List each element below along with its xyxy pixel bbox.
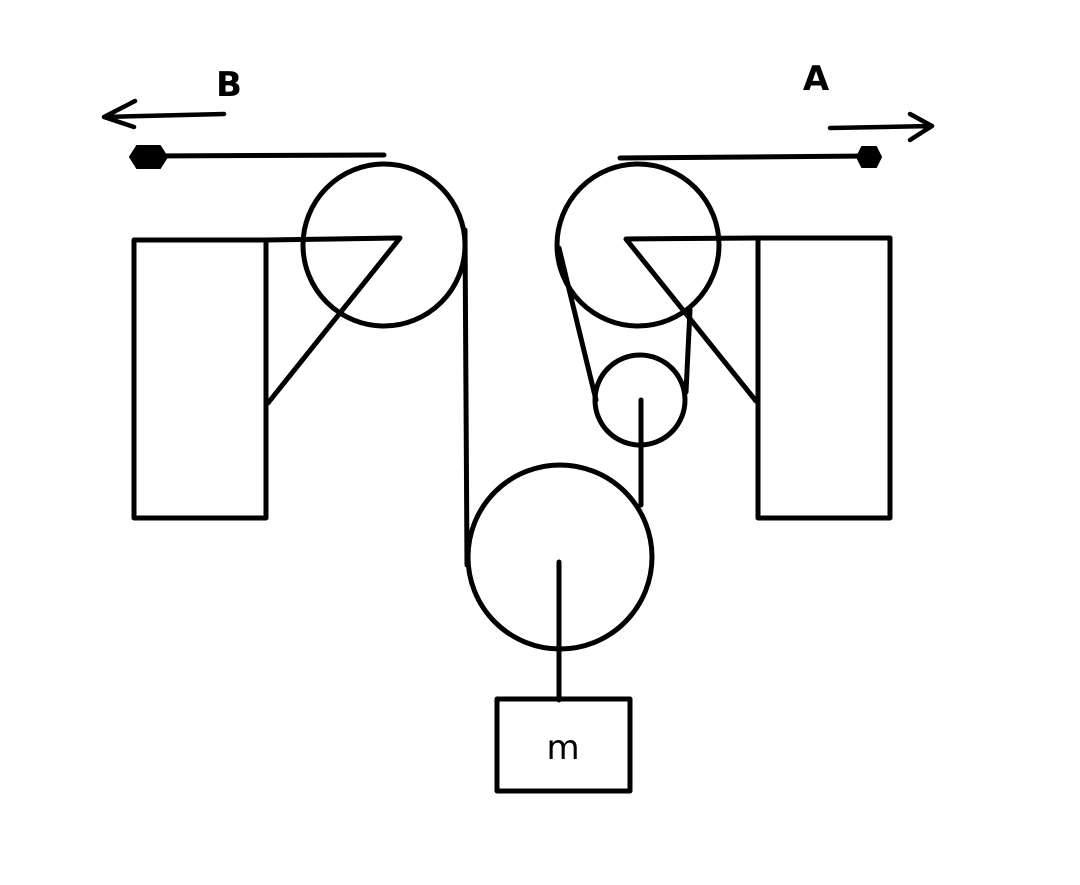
ropes [145,152,871,703]
right-bracket [623,235,761,404]
rope-left-top [145,152,387,159]
rope-right-top [617,153,871,161]
label-b: B [216,65,242,105]
rope-end-a-knob [855,146,883,168]
left-fixed-pulley [300,161,468,329]
left-support-block [131,237,269,521]
left-bracket [263,235,403,406]
label-a: A [803,59,830,99]
right-support [623,235,893,521]
mass-label: m [546,728,579,768]
mass-block [494,696,633,794]
rope-left-vertical [462,227,470,568]
arrow-b-left [101,98,227,130]
left-support [131,235,403,521]
right-fixed-pulley [554,161,722,329]
rope-small-pulley-right [683,307,693,395]
rope-small-pulley-left [556,245,599,403]
arrow-a-right [827,111,935,143]
right-support-block [755,235,893,521]
rope-end-b-knob [128,145,169,169]
